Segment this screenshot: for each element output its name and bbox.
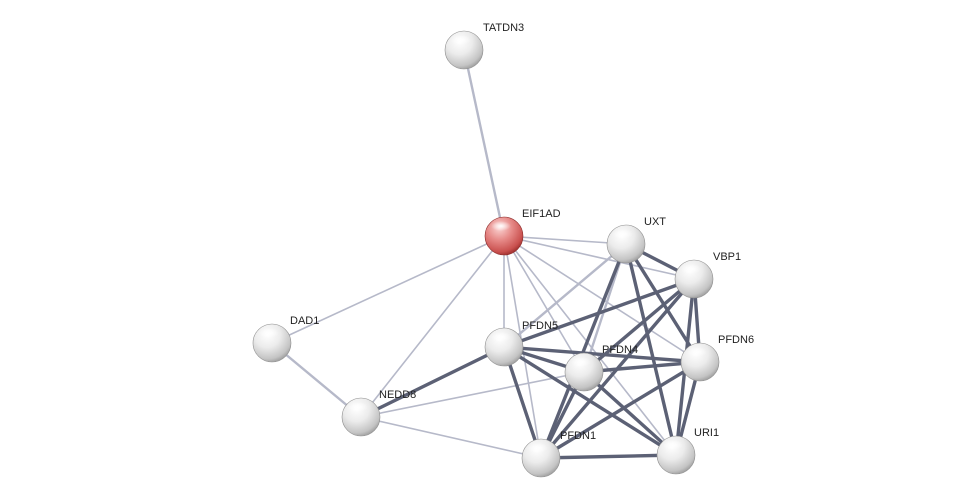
- edge-tatdn3-eif1ad[interactable]: [462, 48, 506, 238]
- node-label: UXT: [644, 216, 666, 228]
- node-label: NEDD8: [379, 389, 416, 401]
- edge-pfdn1-uri1[interactable]: [539, 453, 678, 460]
- node-pfdn4[interactable]: PFDN4: [564, 344, 638, 392]
- node-dad1[interactable]: DAD1: [252, 315, 319, 363]
- node-label: PFDN1: [560, 430, 596, 442]
- node-highlight: [663, 440, 683, 450]
- edge-eif1ad-dad1[interactable]: [271, 235, 505, 344]
- node-highlight: [681, 264, 701, 274]
- edge-pfdn4-pfdn6[interactable]: [582, 360, 702, 374]
- node-highlight: [259, 328, 279, 338]
- node-eif1ad[interactable]: EIF1AD: [484, 208, 561, 256]
- node-label: PFDN5: [522, 320, 558, 332]
- edge-pfdn4-uri1[interactable]: [582, 370, 678, 457]
- edge-nedd8-pfdn5[interactable]: [359, 345, 506, 419]
- edge-pfdn5-pfdn1[interactable]: [502, 345, 543, 460]
- node-highlight: [491, 332, 511, 342]
- node-pfdn6[interactable]: PFDN6: [680, 334, 754, 382]
- edge-eif1ad-nedd8[interactable]: [360, 235, 505, 418]
- node-highlight: [528, 443, 548, 453]
- node-label: DAD1: [290, 315, 319, 327]
- node-label: TATDN3: [483, 22, 524, 34]
- node-highlight: [571, 357, 591, 367]
- edge-eif1ad-uxt[interactable]: [503, 235, 627, 245]
- node-highlight: [687, 347, 707, 357]
- edge-pfdn5-pfdn6[interactable]: [502, 345, 702, 364]
- edge-vbp1-pfdn5[interactable]: [502, 277, 696, 349]
- edge-pfdn6-pfdn1[interactable]: [539, 360, 702, 460]
- node-vbp1[interactable]: VBP1: [674, 251, 741, 299]
- node-label: URI1: [694, 427, 719, 439]
- node-pfdn1[interactable]: PFDN1: [521, 430, 596, 478]
- edge-uxt-pfdn1[interactable]: [539, 242, 628, 460]
- edge-pfdn5-uri1[interactable]: [502, 345, 678, 457]
- edge-eif1ad-pfdn6[interactable]: [503, 235, 701, 363]
- edge-uxt-pfdn5[interactable]: [502, 242, 628, 349]
- node-highlight: [613, 229, 633, 239]
- node-label: EIF1AD: [522, 208, 561, 220]
- node-highlight: [348, 402, 368, 412]
- edge-eif1ad-uri1[interactable]: [503, 235, 677, 456]
- node-nedd8[interactable]: NEDD8: [341, 389, 416, 437]
- edge-nedd8-pfdn1[interactable]: [360, 416, 542, 459]
- edge-eif1ad-vbp1[interactable]: [503, 235, 695, 280]
- edge-vbp1-pfdn4[interactable]: [582, 277, 696, 374]
- node-label: VBP1: [713, 251, 741, 263]
- node-tatdn3[interactable]: TATDN3: [444, 22, 524, 70]
- edge-nedd8-pfdn4[interactable]: [360, 371, 585, 418]
- edge-uxt-uri1[interactable]: [624, 242, 678, 457]
- node-uri1[interactable]: URI1: [656, 427, 719, 475]
- node-highlight: [491, 221, 511, 231]
- node-label: PFDN6: [718, 334, 754, 346]
- node-highlight: [451, 35, 471, 45]
- node-label: PFDN4: [602, 344, 638, 356]
- node-uxt[interactable]: UXT: [606, 216, 666, 264]
- edge-eif1ad-pfdn4[interactable]: [503, 235, 585, 373]
- node-pfdn5[interactable]: PFDN5: [484, 320, 558, 367]
